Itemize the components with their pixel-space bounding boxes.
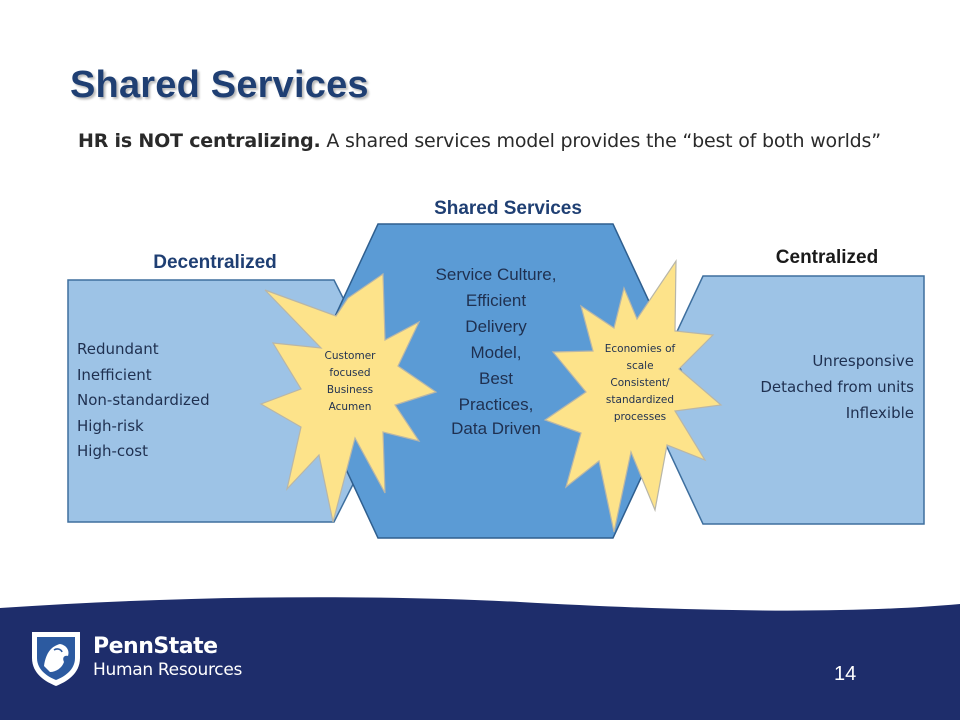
subtitle-bold: HR is NOT centralizing. xyxy=(78,130,321,152)
page-title: Shared Services xyxy=(70,64,369,106)
shared-line: Data Driven xyxy=(451,419,541,438)
burst-left-line: Business xyxy=(327,384,373,396)
page-number: 14 xyxy=(834,663,857,685)
burst-right-line: Economies of xyxy=(605,343,676,355)
shared-line: Delivery xyxy=(465,317,527,336)
shared-line: Efficient xyxy=(466,291,526,310)
brand-name: PennState xyxy=(93,634,218,659)
economies-of-scale-burst xyxy=(543,258,723,533)
decentralized-item: Non-standardized xyxy=(77,391,210,409)
decentralized-item: Redundant xyxy=(77,340,159,358)
penn-state-shield-icon xyxy=(32,632,80,686)
subtitle-rest: A shared services model provides the “be… xyxy=(320,130,881,152)
shared-line: Service Culture, xyxy=(436,265,557,284)
decentralized-heading: Decentralized xyxy=(153,252,277,273)
burst-right-line: Consistent/ xyxy=(610,377,670,389)
centralized-item: Detached from units xyxy=(760,378,914,396)
shared-line: Best xyxy=(479,369,513,388)
shared-services-diagram: Decentralized Shared Services Centralize… xyxy=(67,198,925,539)
footer-band xyxy=(0,597,960,720)
burst-left-line: Customer xyxy=(324,350,376,362)
centralized-item: Inflexible xyxy=(846,404,914,422)
burst-right-line: standardized xyxy=(606,394,674,406)
centralized-item: Unresponsive xyxy=(812,352,914,370)
shared-services-heading: Shared Services xyxy=(434,198,582,219)
centralized-heading: Centralized xyxy=(776,247,878,268)
shared-line: Practices, xyxy=(459,395,534,414)
centralized-shape xyxy=(644,275,925,525)
customer-focus-burst xyxy=(259,272,438,523)
burst-left-line: Acumen xyxy=(329,401,372,413)
shared-line: Model, xyxy=(470,343,521,362)
burst-right-line: scale xyxy=(626,360,653,372)
burst-right-line: processes xyxy=(614,411,666,423)
decentralized-item: Inefficient xyxy=(77,366,152,384)
decentralized-item: High-risk xyxy=(77,417,144,435)
decentralized-item: High-cost xyxy=(77,442,148,460)
brand-subtitle: Human Resources xyxy=(93,660,243,680)
subtitle: HR is NOT centralizing. A shared service… xyxy=(78,130,881,152)
burst-left-line: focused xyxy=(329,367,370,379)
